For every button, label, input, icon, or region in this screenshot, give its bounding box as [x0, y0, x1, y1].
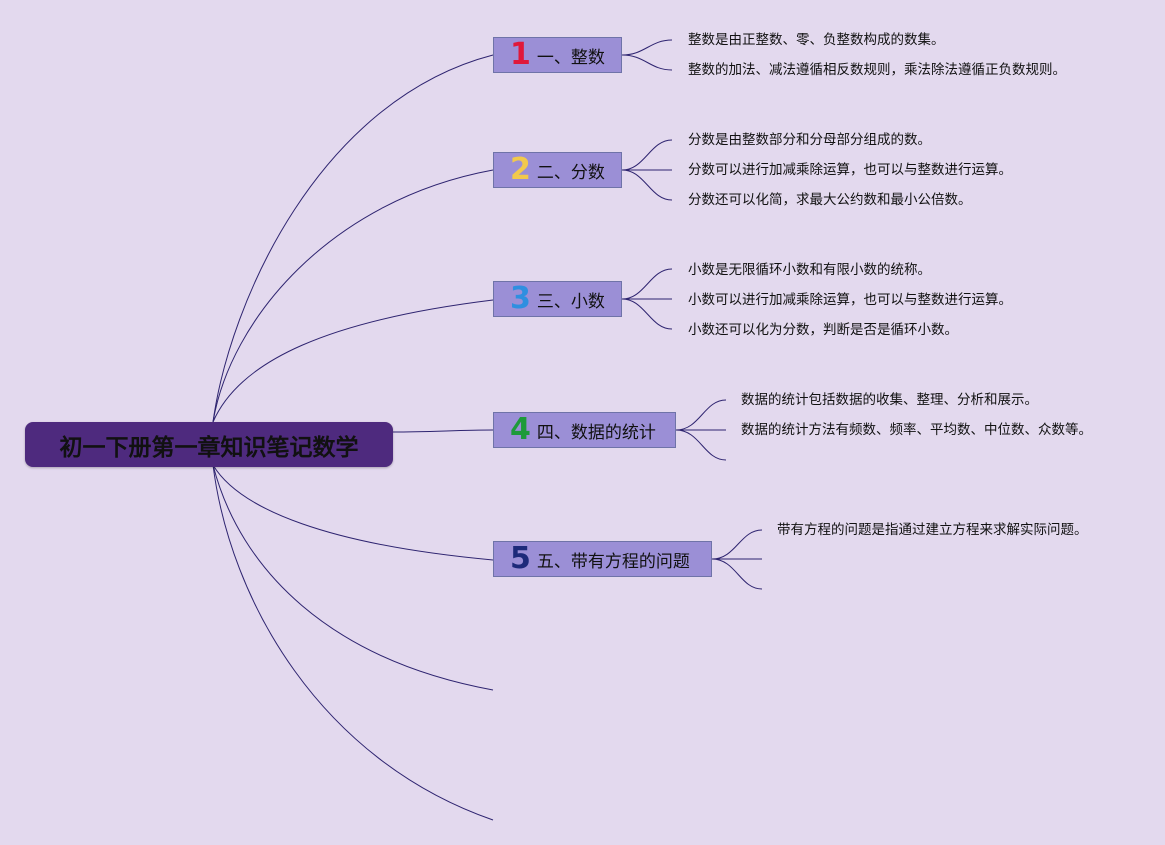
- connector-b3-n1: [621, 268, 673, 300]
- connector-root-empty-1: [212, 464, 494, 691]
- number-5-icon: 5: [510, 541, 531, 576]
- number-1-icon: 1: [510, 37, 531, 72]
- connector-b5-n3: [711, 558, 763, 590]
- number-2-icon: 2: [510, 152, 531, 187]
- note-integers-2[interactable]: 整数的加法、减法遵循相反数规则，乘法除法遵循正负数规则。: [688, 62, 1066, 78]
- connector-b5-n1: [711, 529, 763, 560]
- note-equation-problems-1[interactable]: 带有方程的问题是指通过建立方程来求解实际问题。: [777, 522, 1088, 538]
- note-decimals-2[interactable]: 小数可以进行加减乘除运算，也可以与整数进行运算。: [688, 292, 1012, 308]
- number-4-icon: 4: [510, 412, 531, 447]
- connector-b2-n3: [621, 169, 673, 201]
- note-statistics-2[interactable]: 数据的统计方法有频数、频率、平均数、中位数、众数等。: [741, 422, 1092, 438]
- number-3-icon: 3: [510, 281, 531, 316]
- note-fractions-2[interactable]: 分数可以进行加减乘除运算，也可以与整数进行运算。: [688, 162, 1012, 178]
- branch-integers[interactable]: 1 一、整数: [493, 37, 622, 73]
- note-integers-1[interactable]: 整数是由正整数、零、负整数构成的数集。: [688, 32, 945, 48]
- branch-statistics[interactable]: 4 四、数据的统计: [493, 412, 676, 448]
- connector-b3-n3: [621, 298, 673, 330]
- note-statistics-1[interactable]: 数据的统计包括数据的收集、整理、分析和展示。: [741, 392, 1038, 408]
- connector-root-branch-3: [212, 299, 494, 423]
- connector-root-branch-5: [212, 464, 494, 561]
- connector-b1-n1: [621, 39, 673, 56]
- connector-b4-n3: [675, 429, 727, 461]
- branch-label: 三、小数: [536, 291, 605, 312]
- branch-label: 五、带有方程的问题: [536, 551, 690, 572]
- branch-decimals[interactable]: 3 三、小数: [493, 281, 622, 317]
- connector-root-branch-2: [212, 169, 494, 423]
- branch-equation-problems[interactable]: 5 五、带有方程的问题: [493, 541, 712, 577]
- branch-label: 二、分数: [536, 162, 605, 183]
- root-title: 初一下册第一章知识笔记数学: [59, 434, 359, 461]
- note-fractions-3[interactable]: 分数还可以化简，求最大公约数和最小公倍数。: [688, 192, 972, 208]
- connector-b4-n1: [675, 399, 727, 431]
- note-decimals-1[interactable]: 小数是无限循环小数和有限小数的统称。: [688, 262, 931, 278]
- note-fractions-1[interactable]: 分数是由整数部分和分母部分组成的数。: [688, 132, 931, 148]
- connector-root-branch-1: [212, 54, 494, 423]
- branch-fractions[interactable]: 2 二、分数: [493, 152, 622, 188]
- connector-b2-n1: [621, 139, 673, 171]
- branch-label: 四、数据的统计: [536, 422, 656, 443]
- note-decimals-3[interactable]: 小数还可以化为分数，判断是否是循环小数。: [688, 322, 958, 338]
- branch-label: 一、整数: [536, 47, 605, 68]
- connector-root-empty-2: [212, 464, 494, 821]
- root-topic[interactable]: 初一下册第一章知识笔记数学: [25, 422, 393, 467]
- connector-root-branch-4: [392, 429, 494, 433]
- connector-b1-n2: [621, 54, 673, 71]
